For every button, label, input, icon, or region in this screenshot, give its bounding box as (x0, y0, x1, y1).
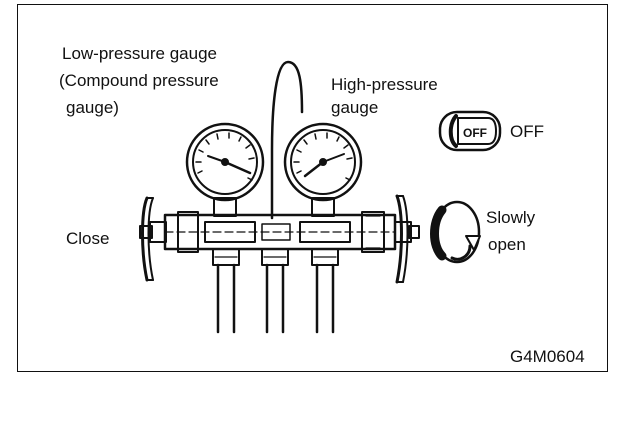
low-pressure-gauge-icon (185, 122, 265, 217)
high-pressure-label-line1: High-pressure (331, 75, 438, 94)
off-label: OFF (510, 122, 544, 141)
figure-frame (17, 4, 608, 372)
slowly-label: Slowly (486, 208, 536, 227)
close-label: Close (66, 229, 110, 248)
open-label: open (488, 235, 526, 254)
low-pressure-label-line1: Low-pressure gauge (62, 44, 217, 63)
low-pressure-label-line2: (Compound pressure (59, 71, 219, 90)
rotate-arrow-icon (430, 200, 481, 264)
ignition-switch-icon: OFF (438, 110, 502, 152)
hoses-icon (216, 263, 335, 334)
right-valve-handle-icon (361, 194, 420, 284)
low-pressure-label-line3: gauge) (66, 98, 119, 117)
ignition-off-text: OFF (463, 126, 487, 140)
figure-code: G4M0604 (510, 347, 585, 366)
high-pressure-gauge-icon (283, 122, 363, 217)
high-pressure-label-line2: gauge (331, 98, 379, 117)
left-valve-handle-icon (139, 196, 199, 282)
